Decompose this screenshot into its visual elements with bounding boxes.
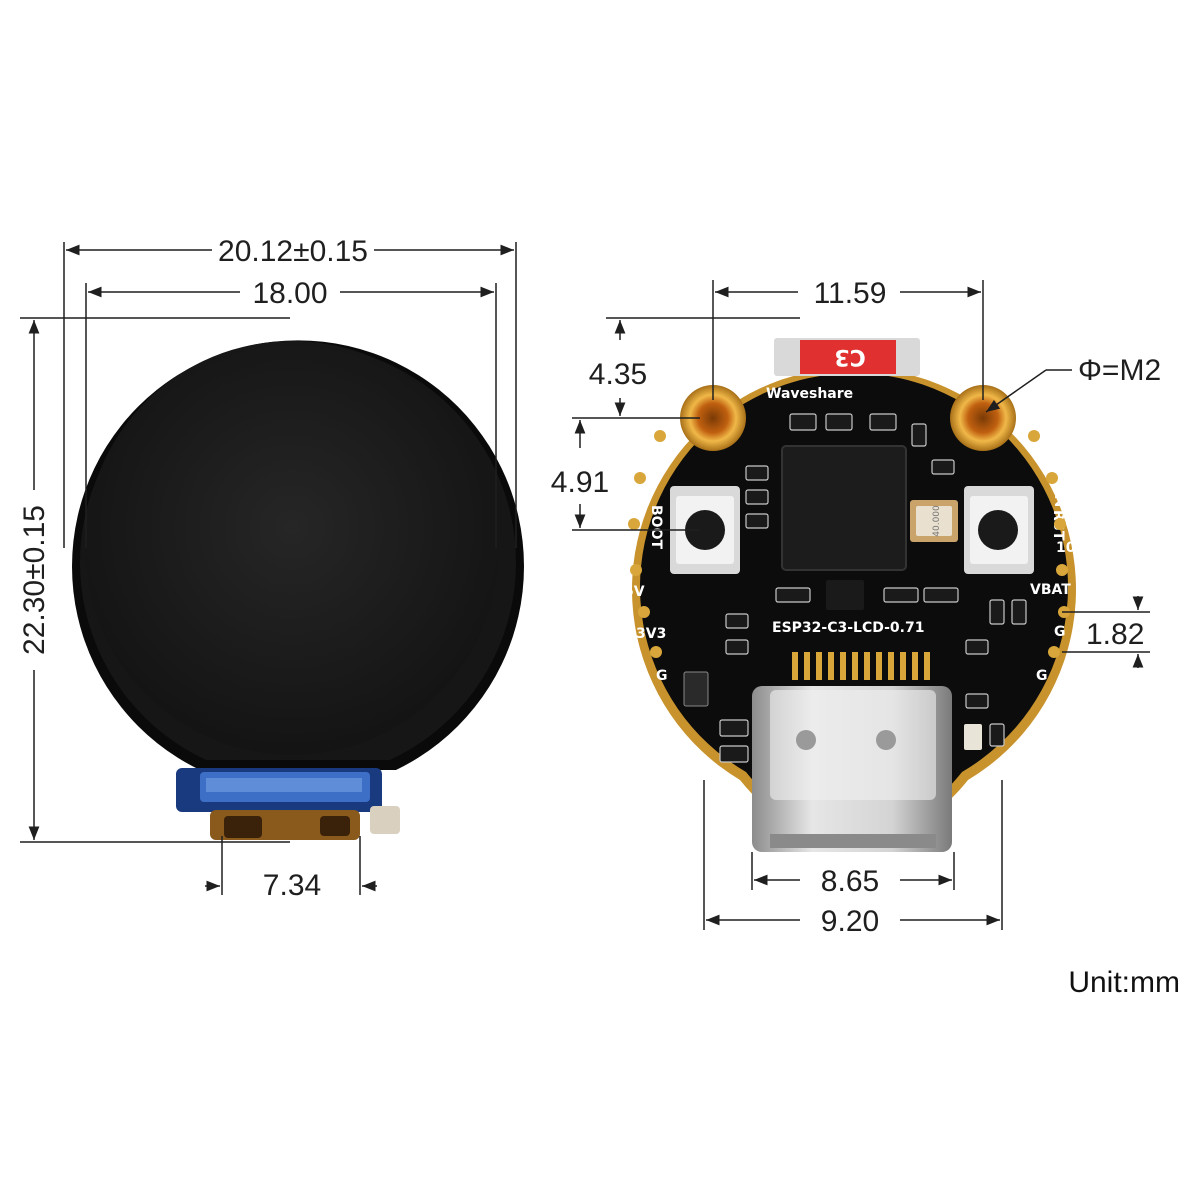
svg-text:40.000: 40.000 bbox=[932, 505, 942, 537]
right-pin-labels: 21 20 10 VBAT G G bbox=[1030, 450, 1076, 684]
svg-text:C3: C3 bbox=[834, 344, 865, 369]
regulator-chip bbox=[826, 580, 864, 610]
status-led bbox=[964, 724, 982, 750]
svg-text:VBAT: VBAT bbox=[1030, 582, 1071, 598]
svg-text:3V3: 3V3 bbox=[636, 626, 666, 642]
dim-pad-pitch: 1.82 bbox=[1086, 618, 1144, 651]
dim-hole-spacing: 11.59 bbox=[814, 277, 887, 310]
unit-label: Unit:mm bbox=[1068, 966, 1180, 999]
dim-display-width: 20.12±0.15 bbox=[218, 235, 368, 268]
dim-display-active-width: 18.00 bbox=[252, 277, 327, 310]
right-pin-pads bbox=[1028, 430, 1070, 658]
dim-usb-width: 8.65 bbox=[821, 865, 879, 898]
svg-text:G: G bbox=[1054, 624, 1066, 640]
model-silkscreen: ESP32-C3-LCD-0.71 bbox=[772, 620, 924, 636]
left-pin-pads bbox=[628, 430, 666, 658]
display-dimensions bbox=[20, 242, 517, 895]
svg-text:20: 20 bbox=[1054, 494, 1074, 510]
svg-text:2: 2 bbox=[632, 494, 642, 510]
dim-usb-outer-width: 9.20 bbox=[821, 905, 879, 938]
display-module bbox=[71, 340, 524, 840]
pcb-dimensions bbox=[572, 280, 1150, 930]
fpc-cable bbox=[176, 768, 400, 840]
dim-hole-to-button: 4.91 bbox=[551, 466, 609, 499]
dim-display-height: 22.30±0.15 bbox=[18, 505, 51, 655]
antenna-chip: C3 bbox=[774, 338, 920, 376]
mcu-chip bbox=[781, 445, 907, 571]
diode bbox=[683, 671, 709, 707]
svg-text:0: 0 bbox=[648, 453, 658, 469]
rst-button bbox=[964, 486, 1034, 574]
svg-text:10: 10 bbox=[1056, 540, 1076, 556]
mounting-hole-left bbox=[680, 385, 746, 451]
dim-fpc-width: 7.34 bbox=[263, 869, 321, 902]
left-pin-labels: 0 2 3 5V 3V3 G bbox=[624, 453, 668, 684]
dim-hole-size: Φ=M2 bbox=[1078, 354, 1161, 387]
usb-c-connector bbox=[752, 648, 952, 852]
svg-text:3: 3 bbox=[626, 540, 636, 556]
display-glass bbox=[85, 341, 499, 755]
crystal: 40.000 bbox=[910, 500, 958, 542]
dim-hole-offset-top: 4.35 bbox=[589, 358, 647, 391]
svg-text:G: G bbox=[1036, 668, 1048, 684]
passive-components bbox=[719, 413, 1027, 763]
boot-label: BOOT bbox=[648, 505, 664, 549]
boot-button bbox=[670, 486, 740, 574]
brand-silkscreen: Waveshare bbox=[766, 386, 853, 402]
pcb-board: C3 Waveshare 40.000 BOOT RST bbox=[624, 338, 1077, 852]
svg-text:21: 21 bbox=[1040, 450, 1059, 466]
svg-text:5V: 5V bbox=[624, 584, 645, 600]
svg-text:G: G bbox=[656, 668, 668, 684]
